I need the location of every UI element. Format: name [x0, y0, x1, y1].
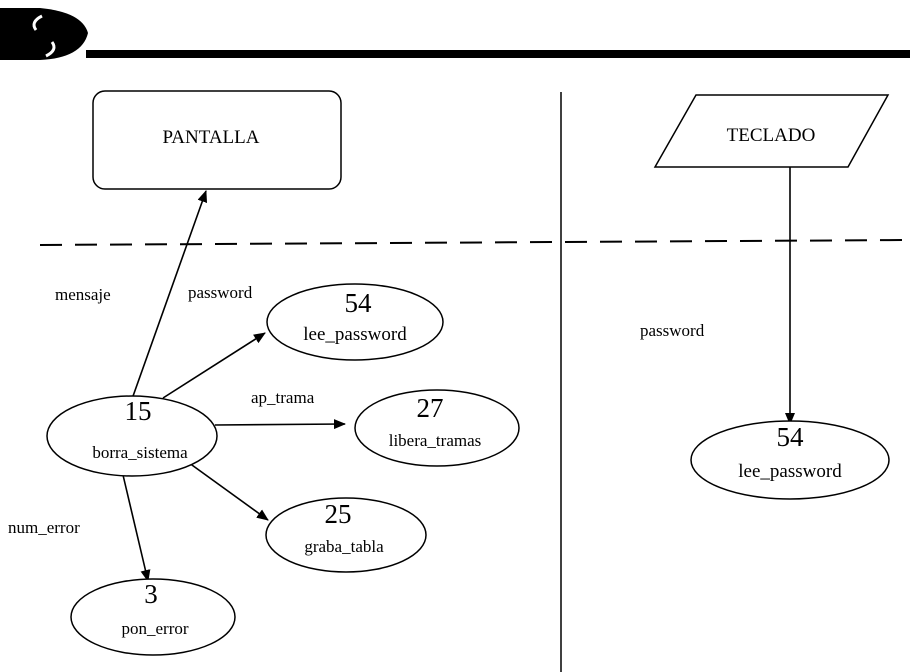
process-borra-sistema-name: borra_sistema	[92, 443, 188, 462]
process-lee-password-left-name: lee_password	[303, 324, 407, 345]
process-graba-tabla-number: 25	[325, 499, 352, 529]
entity-teclado-label: TECLADO	[727, 125, 816, 146]
process-pon-error-number: 3	[144, 579, 158, 609]
process-graba-tabla: 25 graba_tabla	[265, 497, 427, 573]
header-rule	[86, 50, 910, 58]
header-logo-icon	[0, 8, 88, 60]
process-lee-password-right: 54 lee_password	[690, 420, 890, 500]
process-lee-password-right-name: lee_password	[738, 461, 842, 482]
process-lee-password-left-number: 54	[345, 288, 373, 318]
flow-label-ap-trama: ap_trama	[251, 388, 315, 407]
dashed-boundary	[39, 239, 910, 246]
process-libera-tramas-number: 27	[417, 393, 444, 423]
flow-label-password: password	[188, 283, 253, 302]
flow-mensaje-arrow	[131, 190, 208, 400]
process-lee-password-left: 54 lee_password	[266, 283, 444, 361]
flow-password-arrow	[162, 332, 266, 399]
process-libera-tramas: 27 libera_tramas	[354, 389, 520, 467]
flow-label-num-error: num_error	[8, 518, 80, 537]
process-lee-password-right-number: 54	[777, 422, 805, 452]
process-borra-sistema: 15 borra_sistema	[46, 395, 218, 477]
flow-ap-trama-arrow	[214, 419, 346, 430]
entity-pantalla-box	[92, 90, 342, 190]
entity-teclado-box	[653, 94, 890, 168]
flow-graba-tabla-arrow	[184, 459, 269, 521]
flow-label-right-password: password	[640, 321, 705, 340]
flow-label-mensaje: mensaje	[55, 285, 111, 304]
entity-pantalla-label: PANTALLA	[162, 127, 259, 148]
process-borra-sistema-number: 15	[125, 396, 152, 426]
process-libera-tramas-name: libera_tramas	[389, 431, 482, 450]
flow-num-error-arrow	[122, 474, 151, 582]
process-graba-tabla-name: graba_tabla	[304, 537, 384, 556]
process-pon-error: 3 pon_error	[70, 578, 236, 656]
process-pon-error-name: pon_error	[121, 619, 188, 638]
